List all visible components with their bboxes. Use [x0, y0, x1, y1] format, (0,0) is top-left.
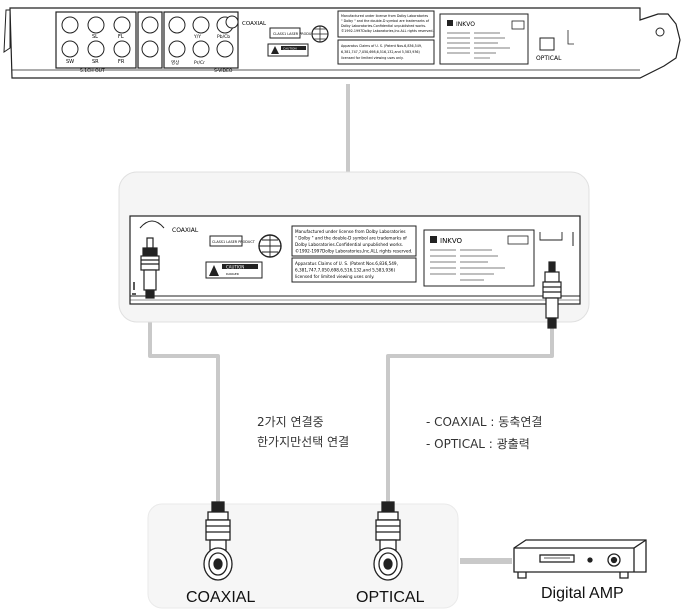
bottom-label-amp: Digital AMP [541, 585, 624, 602]
cable-optical [386, 328, 554, 502]
zoom-caution-text: CAUTION [226, 264, 244, 269]
mount-hole [655, 27, 665, 37]
rear-dolby-sticker [337, 10, 435, 38]
jack-sw [61, 40, 79, 58]
zoom-caution-sub: DANGER [226, 272, 239, 276]
zoom-dolby-line-2: " Dolby " and the double-D symbol are tr… [295, 236, 407, 241]
note-left-line-2: 한가지만선택 연결 [257, 435, 349, 449]
rear-warning-icon [271, 46, 279, 54]
jack-fl [113, 16, 131, 34]
cable-coaxial [148, 300, 220, 502]
jack-sl [87, 16, 105, 34]
ch-out-jack-block: SW SL FL SR FR 5.1CH OUT [55, 11, 137, 74]
zoom-coaxial-ring [139, 220, 165, 229]
zoom-patent-line-2: 6,381,747,7,050,698,6,516,132,and 5,583,… [295, 268, 395, 273]
zoom-rating-label [423, 229, 535, 287]
zoom-brand: INKVO [440, 237, 463, 245]
jack-sr [87, 40, 105, 58]
zoom-dolby-line-1: Manufactured under license from Dolby La… [295, 229, 406, 234]
rear-dolby-line-4: ©1992-1997Dolby Laboratories,Inc.ALL rig… [341, 29, 434, 33]
label-sl: SL [92, 34, 98, 40]
jack-fr [113, 40, 131, 58]
jack-pr [192, 40, 210, 58]
jack-video [168, 16, 186, 34]
label-video: 영상 [171, 59, 179, 66]
rear-class1-sticker [269, 27, 301, 39]
rear-brand-icon [447, 20, 453, 26]
zoom-patent-line-1: Apparatus Claims of U. S. (Patent Nos.6,… [295, 261, 398, 266]
label-sr: SR [92, 59, 99, 65]
rear-rating-lines [447, 32, 510, 59]
label-s-video: S-VIDEO [214, 68, 233, 74]
rear-cert-mark [511, 20, 525, 30]
bottom-optical-plug [373, 501, 403, 581]
label-fl: FL [118, 34, 124, 40]
zoom-patent-line-3: licensed for limited viewing uses only. [295, 274, 374, 279]
zoom-dolby-line-4: ©1992-1997Dolby Laboratories,Inc.ALL rig… [295, 249, 412, 254]
label-pr: Pr/Cr [194, 60, 205, 66]
rear-dolby-line-2: " Dolby " and the double-D symbol are tr… [341, 19, 430, 23]
rear-optical-port [539, 37, 555, 51]
label-sw: SW [66, 59, 74, 65]
note-left-line-1: 2가지 연결중 [257, 415, 324, 429]
zoom-coaxial-plug [140, 237, 160, 299]
jack-y [192, 16, 210, 34]
rear-dolby-line-1: Manufactured under license from Dolby La… [341, 14, 428, 18]
zoom-class1-text: CLASS1 LASER PRODUCT [212, 240, 256, 244]
rear-dolby-line-3: Dolby Laboratories.Confidential unpublis… [341, 24, 426, 28]
zoom-dolby-sticker [291, 225, 417, 257]
jack-s-video [216, 40, 234, 58]
zoom-rating-lines [430, 249, 505, 281]
note-right-line-2: - OPTICAL : 광출력 [426, 437, 530, 451]
zoom-class1-sticker [209, 235, 243, 247]
rear-rating-label [439, 13, 529, 65]
zoom-brand-icon [430, 236, 437, 243]
zoom-panel: COAXIAL CLASS1 LASER PRODUCT CAUTION DAN… [118, 171, 590, 329]
note-right-line-1: - COAXIAL : 동축연결 [426, 415, 542, 429]
jack-center [61, 16, 79, 34]
rear-patent-line-1: Apparatus Claims of U. S. (Patent Nos.6,… [341, 44, 422, 48]
rear-patent-line-2: 6,381,747,7,050,698,6,516,132,and 5,583,… [341, 50, 420, 54]
bottom-label-coaxial: COAXIAL [186, 589, 255, 606]
label-fr: FR [118, 59, 125, 65]
rear-patent-line-3: licensed for limited viewing uses only. [341, 56, 404, 60]
rear-panel-left-flange [3, 9, 11, 53]
zoom-cert-mark [507, 235, 529, 245]
zoom-dolby-line-3: Dolby Laboratories.Confidential unpublis… [295, 242, 403, 247]
digital-amp-icon [513, 539, 647, 579]
rear-class1-text: CLASS1 LASER PRODUCT [273, 32, 317, 36]
label-pb: Pb/Cb [217, 34, 230, 40]
audio-out-jacks [137, 11, 163, 69]
rear-coaxial-jack [225, 15, 239, 29]
zoom-coaxial-label: COAXIAL [172, 227, 199, 234]
zoom-optical-plug [542, 261, 562, 329]
bottom-coaxial-plug [203, 501, 233, 581]
rear-panel: SW SL FL SR FR 5.1CH OUT 영상 Y/Y Pb/Cb Pr… [3, 7, 681, 79]
rear-optical-label: OPTICAL [536, 55, 562, 62]
cables [148, 84, 554, 564]
label-ch-out: 5.1CH OUT [80, 68, 105, 74]
rear-coaxial-label: COAXIAL [242, 21, 267, 27]
zoom-patent-sticker [291, 257, 417, 283]
zoom-warning-icon [209, 265, 219, 276]
rear-patent-sticker [337, 39, 435, 65]
rear-brand: INKVO [456, 21, 475, 28]
rear-caution-text: CAUTION [283, 46, 297, 50]
bottom-label-optical: OPTICAL [356, 589, 425, 606]
zoom-optical-port [539, 232, 563, 241]
label-y: Y/Y [193, 34, 201, 40]
